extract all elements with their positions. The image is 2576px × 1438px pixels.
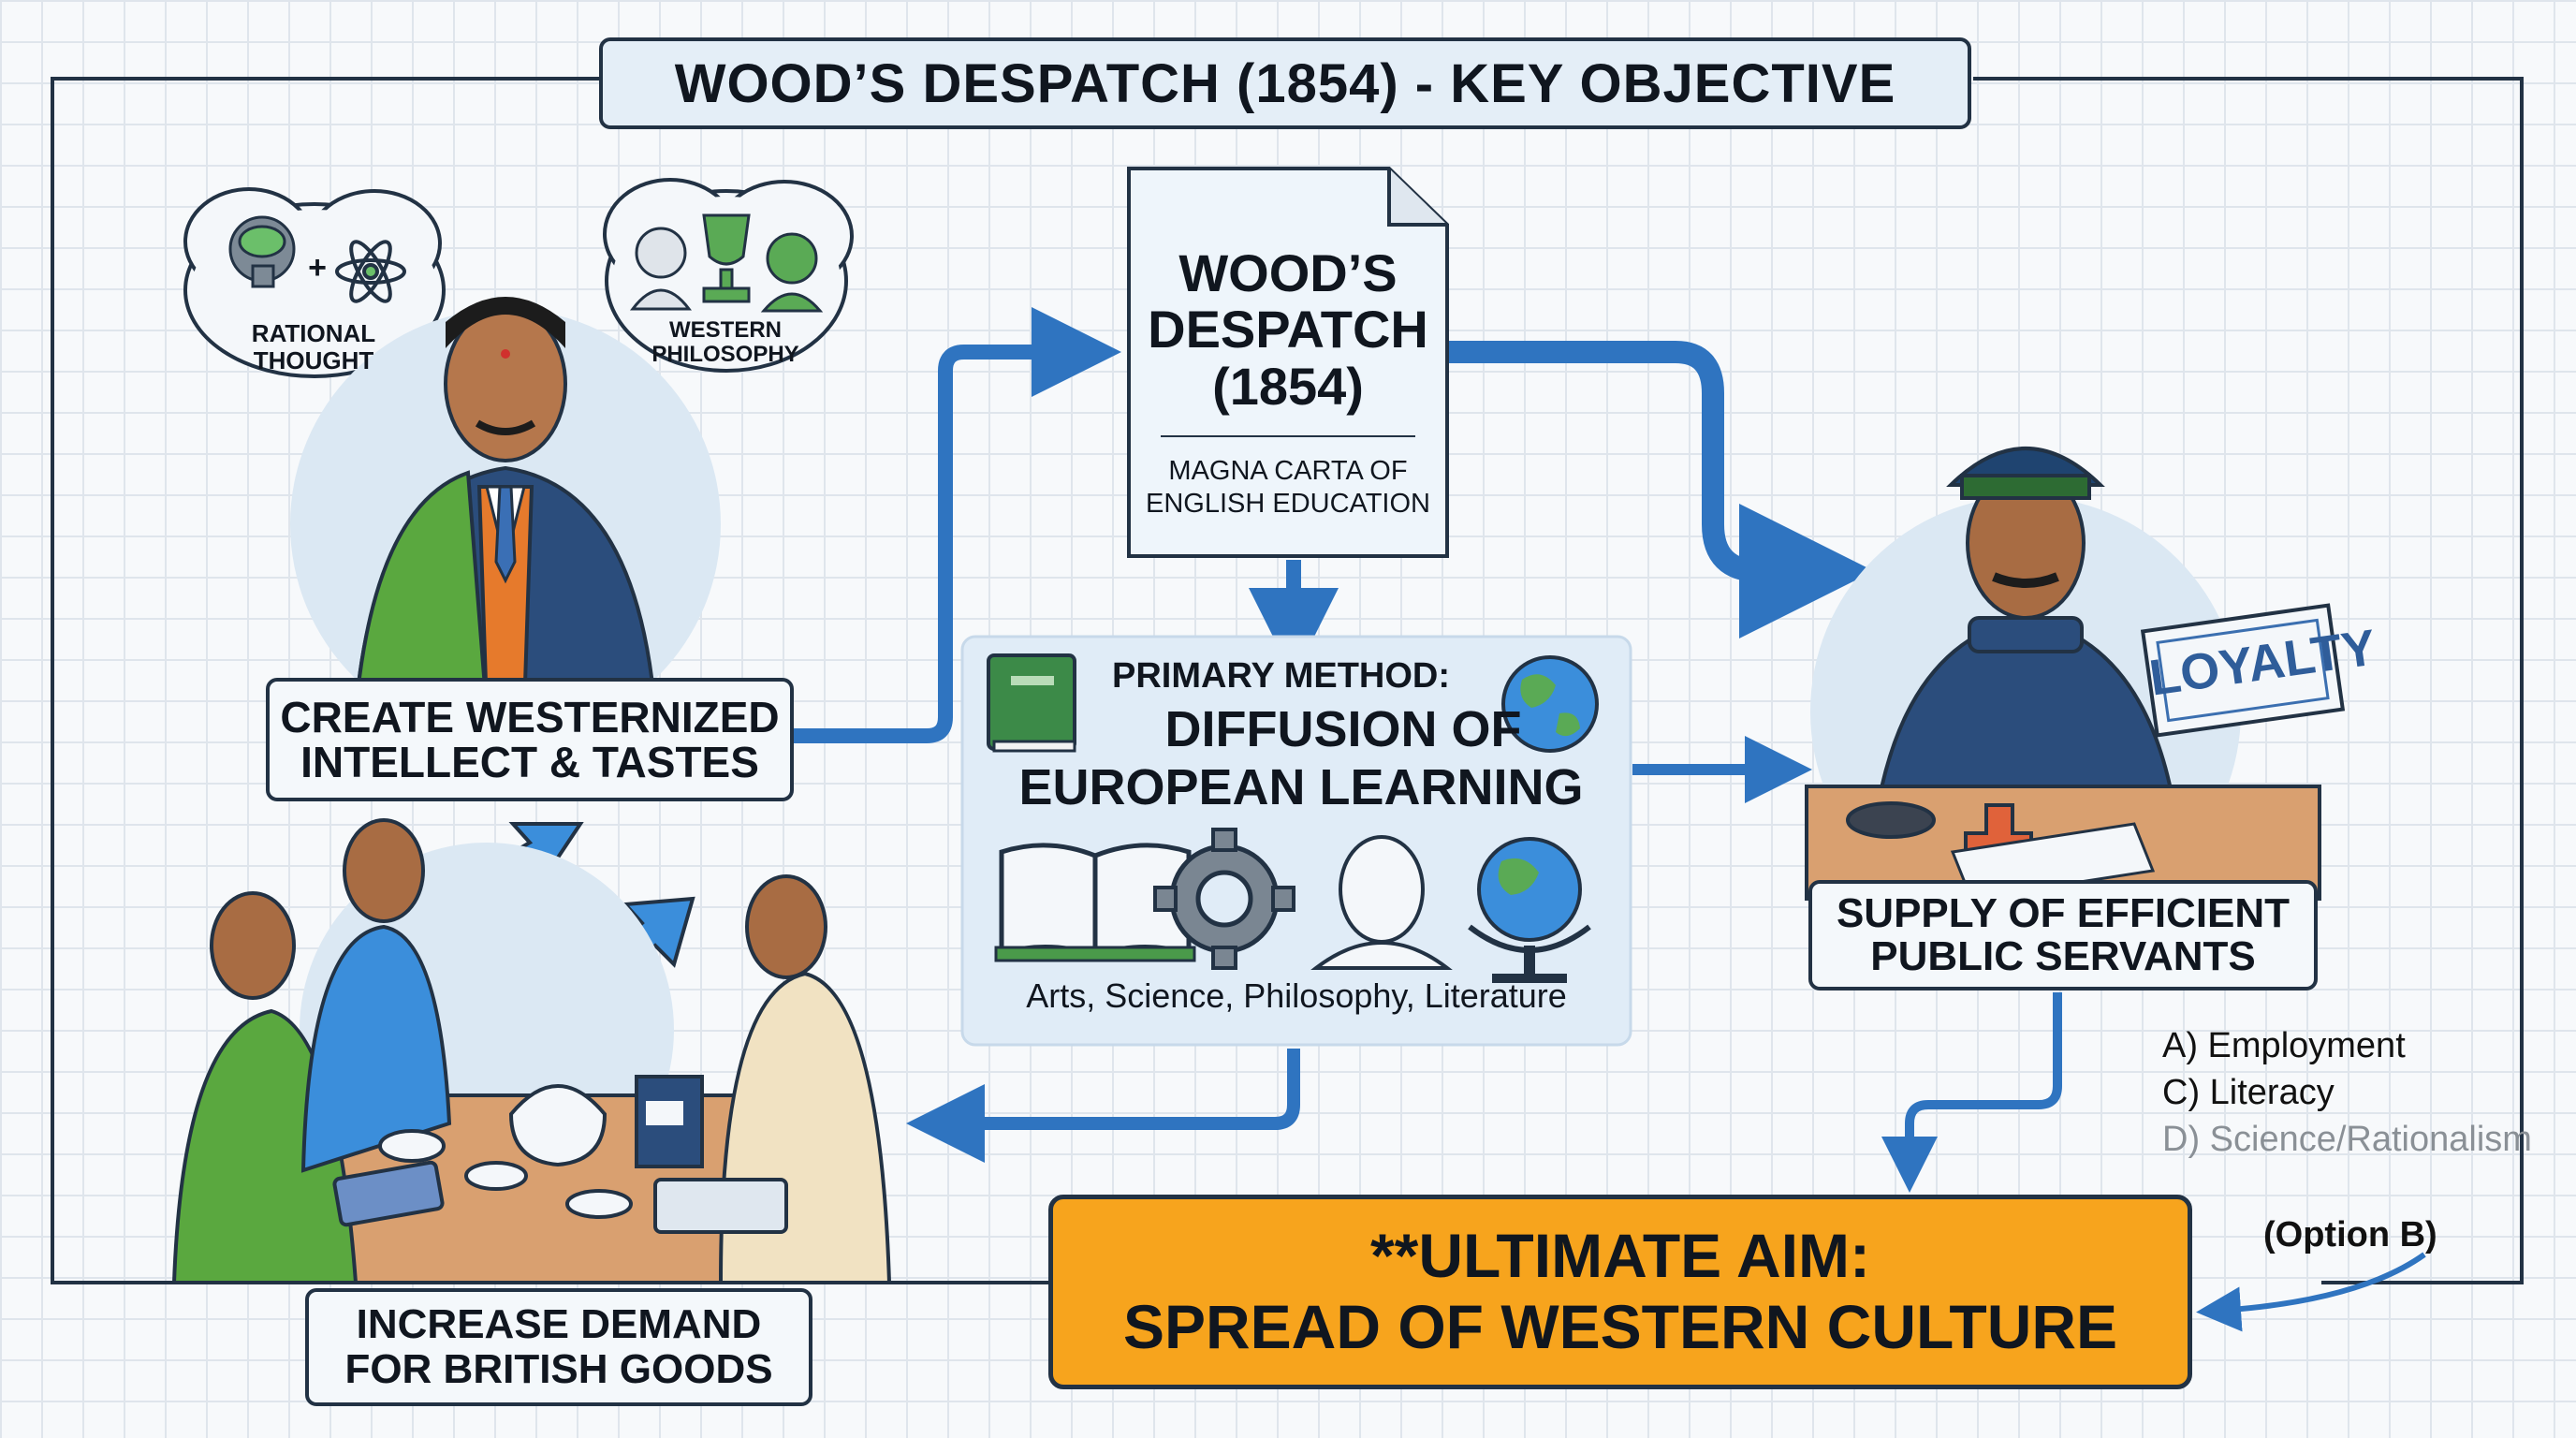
option-b: (Option B): [2263, 1215, 2437, 1255]
despatch-title-line2: DESPATCH: [1148, 300, 1428, 360]
arrow-option-b-to-aim: [2196, 1252, 2426, 1332]
despatch-subtitle-line2: ENGLISH EDUCATION: [1145, 488, 1430, 519]
westernized-box: CREATE WESTERNIZED INTELLECT & TASTES: [266, 678, 794, 801]
rational-thought-line1: RATIONAL: [251, 319, 376, 347]
servants-line1: SUPPLY OF EFFICIENT: [1836, 889, 2291, 936]
goods-box: INCREASE DEMAND FOR BRITISH GOODS: [305, 1288, 812, 1406]
book-icon: [987, 653, 1076, 753]
market-illustration: [171, 818, 892, 1284]
gear-icon: [1153, 828, 1295, 970]
option-d: D) Science/Rationalism: [2162, 1120, 2532, 1159]
scholar-bust-icon: [1310, 835, 1453, 970]
plus-sign: +: [308, 250, 327, 286]
outer-frame-right: [1973, 77, 2524, 1284]
rational-thought-line2: THOUGHT: [253, 345, 374, 374]
outer-frame: [51, 77, 599, 1284]
western-philosophy-line1: WESTERN: [669, 317, 782, 343]
method-headline-line1: DIFFUSION OF: [1164, 701, 1522, 757]
trophy-icon: [702, 213, 751, 303]
ultimate-aim-box: **ULTIMATE AIM: SPREAD OF WESTERN CULTUR…: [1048, 1195, 2192, 1389]
method-caption: Arts, Science, Philosophy, Literature: [1026, 976, 1567, 1015]
arrow-despatch-to-servants: [1449, 341, 1874, 638]
western-philosophy-label: WESTERN PHILOSOPHY: [627, 317, 824, 368]
thought-bubble-left: [183, 187, 446, 433]
arrow-westernized-to-despatch: [794, 307, 1121, 743]
goods-line1: INCREASE DEMAND: [356, 1301, 762, 1348]
bust-icon: [629, 227, 693, 311]
brain-icon: [228, 215, 296, 288]
rational-thought-label: RATIONAL THOUGHT: [225, 320, 402, 374]
westernized-line2: INTELLECT & TASTES: [300, 738, 759, 786]
despatch-title-line3: (1854): [1212, 356, 1364, 416]
method-headline: DIFFUSION OF EUROPEAN LEARNING: [992, 700, 1610, 816]
open-book-icon: [994, 843, 1196, 962]
ultimate-aim-line1: **ULTIMATE AIM:: [1369, 1221, 1871, 1291]
despatch-title-line1: WOOD’S: [1178, 243, 1398, 302]
option-c: C) Literacy: [2162, 1073, 2334, 1112]
arrow-method-to-goods: [906, 1049, 1300, 1163]
despatch-title: WOOD’S DESPATCH (1854): [1129, 243, 1447, 416]
western-philosophy-line2: PHILOSOPHY: [651, 342, 799, 368]
option-a: A) Employment: [2162, 1026, 2406, 1065]
despatch-document: [1127, 167, 1449, 558]
despatch-subtitle: MAGNA CARTA OF ENGLISH EDUCATION: [1129, 455, 1447, 521]
goods-line2: FOR BRITISH GOODS: [344, 1346, 773, 1392]
ultimate-aim-line2: SPREAD OF WESTERN CULTURE: [1122, 1292, 2118, 1361]
westernized-man-illustration: [290, 297, 721, 740]
atom-icon: [335, 240, 406, 303]
westernized-line1: CREATE WESTERNIZED: [280, 692, 780, 741]
servants-box: SUPPLY OF EFFICIENT PUBLIC SERVANTS: [1808, 880, 2318, 990]
method-label: PRIMARY METHOD:: [1112, 656, 1450, 696]
method-headline-line2: EUROPEAN LEARNING: [1018, 759, 1584, 816]
globe-icon: [1501, 655, 1599, 753]
profile-icon: [760, 232, 824, 313]
servants-line2: PUBLIC SERVANTS: [1870, 933, 2256, 979]
despatch-subtitle-line1: MAGNA CARTA OF: [1168, 456, 1408, 486]
page-title: WOOD’S DESPATCH (1854) - KEY OBJECTIVE: [674, 52, 1896, 114]
title-box: WOOD’S DESPATCH (1854) - KEY OBJECTIVE: [599, 37, 1971, 129]
arrow-servants-to-aim: [1881, 992, 2062, 1193]
globe-stand-icon: [1468, 837, 1591, 983]
